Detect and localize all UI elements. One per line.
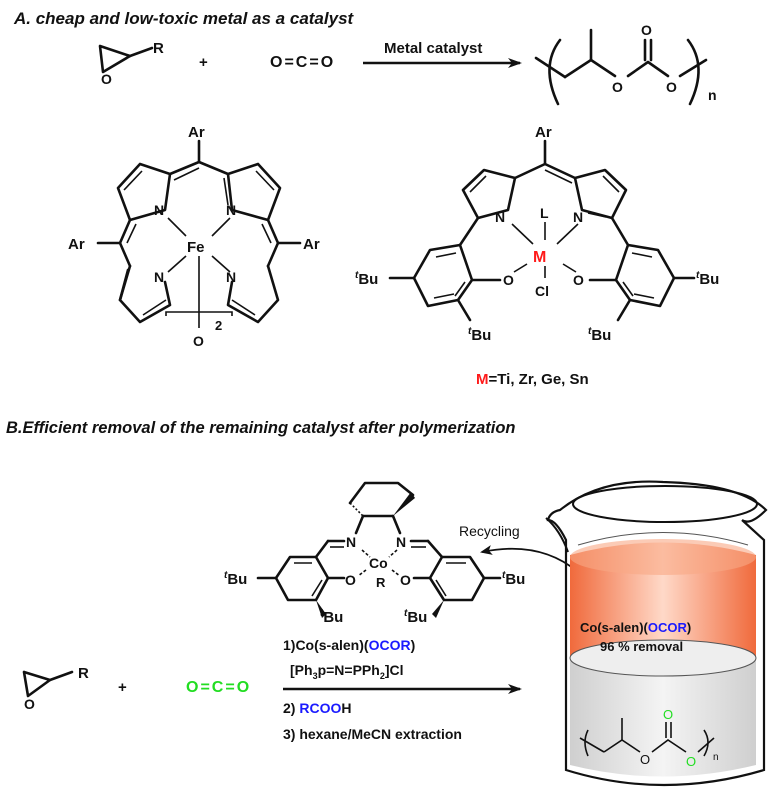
complex-metal-m: M xyxy=(533,249,546,266)
complex-tbu-left-bottom: tBu xyxy=(468,326,491,344)
complex-ligand-l: L xyxy=(540,205,549,221)
porphyrin-n-3: N xyxy=(154,269,164,285)
polycarbonate-product-b: O O O n xyxy=(579,707,719,769)
complex-ligand-cl: Cl xyxy=(535,283,549,299)
porphyrin-fe-metal: Fe xyxy=(187,239,205,256)
beaker-catalyst-label: Co(s-alen)(OCOR) xyxy=(580,620,691,635)
porphyrin-bridge-count: 2 xyxy=(215,318,222,333)
condition-step-1: 1)Co(s-alen)(OCOR) xyxy=(283,637,415,653)
complex-n-1: N xyxy=(495,209,505,225)
porphyrin-n-1: N xyxy=(154,202,164,218)
product-a-o-carbonyl: O xyxy=(641,22,652,38)
product-b-o-ester1: O xyxy=(640,752,650,767)
epoxide-b-r-label: R xyxy=(78,665,89,682)
product-a-o-ester2: O xyxy=(666,79,677,95)
salen-tbu-left: tBu xyxy=(224,570,247,588)
polycarbonate-product-a: O O O n xyxy=(534,22,717,106)
recycling-arrow xyxy=(480,545,579,573)
porphyrin-ar-left: Ar xyxy=(68,236,85,253)
epoxide-b-o-label: O xyxy=(24,696,35,712)
salen-axial-r: R xyxy=(376,575,386,590)
salen-n-1: N xyxy=(346,534,356,550)
epoxide-structure-a: R O xyxy=(98,40,164,87)
salen-tbu-right-bottom: tBu xyxy=(404,608,427,626)
metal-complex-structure: Ar N N L M Cl O O tBu tBu xyxy=(355,124,719,388)
salen-co-metal: Co xyxy=(369,555,388,571)
complex-tbu-left: tBu xyxy=(355,270,378,288)
product-b-o-ester2: O xyxy=(686,754,696,769)
salen-n-2: N xyxy=(396,534,406,550)
product-a-repeat-n: n xyxy=(708,87,717,103)
salen-o-1: O xyxy=(345,572,356,588)
section-a-title: A. cheap and low-toxic metal as a cataly… xyxy=(13,9,355,28)
extraction-beaker: Co(s-alen)(OCOR) 96 % removal O O O n xyxy=(545,480,768,787)
salen-tbu-right: tBu xyxy=(502,570,525,588)
complex-o-2: O xyxy=(573,272,584,288)
product-b-o-carbonyl: O xyxy=(663,707,673,722)
upper-phase-catalyst xyxy=(570,542,756,671)
plus-sign-b: + xyxy=(118,679,127,696)
metal-options-caption: M=Ti, Zr, Ge, Sn xyxy=(476,371,589,388)
fe-porphyrin-structure: Ar N N Ar Ar Fe N N xyxy=(68,124,320,349)
complex-n-2: N xyxy=(573,209,583,225)
complex-tbu-right: tBu xyxy=(696,270,719,288)
porphyrin-ar-right: Ar xyxy=(303,236,320,253)
beaker-removal-label: 96 % removal xyxy=(600,639,683,654)
co-salen-structure: N N Co O O R tBu tBu tBu tBu xyxy=(224,481,525,626)
salen-o-2: O xyxy=(400,572,411,588)
epoxide-o-label: O xyxy=(101,71,112,87)
condition-step-2: 2) RCOOH xyxy=(283,700,351,716)
porphyrin-ar-top: Ar xyxy=(188,124,205,141)
plus-sign-a: + xyxy=(199,54,208,71)
co2-label-b: O=C=O xyxy=(186,679,251,696)
product-b-repeat-n: n xyxy=(713,752,719,763)
complex-o-1: O xyxy=(503,272,514,288)
co2-label-a: O=C=O xyxy=(270,54,335,71)
section-b-title: B.Efficient removal of the remaining cat… xyxy=(6,419,516,437)
condition-cocatalyst: [Ph3p=N=PPh2]Cl xyxy=(290,662,404,681)
arrow-label-metal-catalyst: Metal catalyst xyxy=(384,40,482,57)
recycling-label: Recycling xyxy=(459,523,520,539)
complex-ar-top: Ar xyxy=(535,124,552,141)
product-a-o-ester1: O xyxy=(612,79,623,95)
porphyrin-n-2: N xyxy=(226,202,236,218)
epoxide-structure-b: R O xyxy=(22,665,89,712)
salen-tbu-left-bottom: tBu xyxy=(320,608,343,626)
epoxide-r-label: R xyxy=(153,40,164,57)
condition-step-3: 3) hexane/MeCN extraction xyxy=(283,726,462,742)
porphyrin-bridge-o: O xyxy=(193,333,204,349)
complex-tbu-right-bottom: tBu xyxy=(588,326,611,344)
porphyrin-n-4: N xyxy=(226,269,236,285)
